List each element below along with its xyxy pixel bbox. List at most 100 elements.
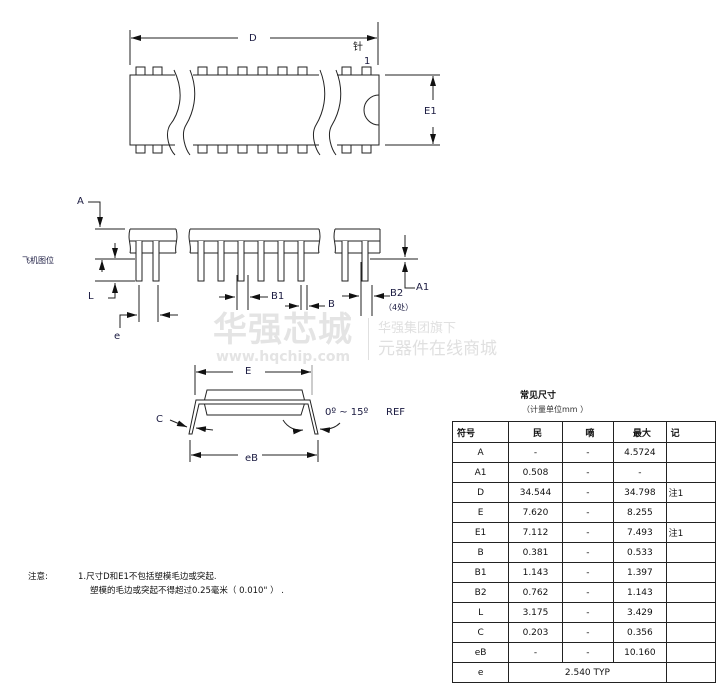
table-row: eB--10.160: [451, 642, 716, 663]
cell-max: -: [613, 462, 667, 483]
cell-typ: -: [561, 502, 615, 523]
cell-note: 注1: [665, 522, 716, 543]
dim-l-label: L: [88, 291, 94, 302]
cell-note: [665, 662, 716, 683]
dim-a-label: A: [77, 196, 84, 207]
cell-symbol: C: [451, 622, 510, 643]
cell-note: [665, 442, 716, 463]
dim-e-pitch-label: e: [114, 331, 121, 342]
table-unit: （计量单位mm ）: [522, 405, 589, 414]
cell-min: 34.544: [508, 482, 563, 503]
watermark-brand: 华强芯城: [213, 310, 353, 350]
cell-min: 0.381: [508, 542, 563, 563]
cell-min: 3.175: [508, 602, 563, 623]
cell-symbol: E: [451, 502, 510, 523]
top-pins: [135, 66, 372, 154]
cell-typ-value: 2.540 TYP: [508, 662, 667, 683]
side-view-label: 飞机图位: [22, 256, 54, 265]
note-line-1: 1.尺寸D和E1不包括塑模毛边或突起.: [78, 572, 217, 582]
header-note: 记: [665, 421, 716, 443]
header-typ: 嘀: [561, 421, 615, 443]
dim-b2-label: B2: [390, 288, 404, 299]
cell-max: 3.429: [613, 602, 667, 623]
cell-min: 0.762: [508, 582, 563, 603]
table-header-row: 符号 民 嘀 最大 记: [451, 421, 716, 443]
cell-symbol: D: [451, 482, 510, 503]
cell-max: 34.798: [613, 482, 667, 503]
cell-symbol: B1: [451, 562, 510, 583]
cell-symbol: B: [451, 542, 510, 563]
table-title: 常见尺寸: [520, 391, 557, 401]
cell-typ: -: [561, 442, 615, 463]
cell-note: [665, 582, 716, 603]
cell-typ: -: [561, 602, 615, 623]
b2-note: （4处）: [384, 303, 414, 312]
cell-min: 7.112: [508, 522, 563, 543]
cell-max: 10.160: [613, 642, 667, 663]
cell-note: [665, 622, 716, 643]
side-view: [88, 201, 418, 328]
notes-label: 注意:: [28, 572, 48, 582]
cell-typ: -: [561, 622, 615, 643]
watermark-url: www.hqchip.com: [216, 349, 351, 365]
top-view: [129, 22, 440, 156]
cell-min: 0.508: [508, 462, 563, 483]
watermark-line1: 华强集团旗下: [378, 321, 457, 336]
cell-typ: -: [561, 542, 615, 563]
cell-min: -: [508, 442, 563, 463]
cell-min: 7.620: [508, 502, 563, 523]
cell-max: 0.533: [613, 542, 667, 563]
cell-symbol: e: [451, 662, 510, 683]
cell-max: 1.143: [613, 582, 667, 603]
cell-note: [665, 562, 716, 583]
header-max: 最大: [613, 421, 667, 443]
cell-typ: -: [561, 582, 615, 603]
cell-max: 1.397: [613, 562, 667, 583]
cell-note: [665, 502, 716, 523]
dim-a1-label: A1: [416, 282, 430, 293]
cell-symbol: B2: [451, 582, 510, 603]
cell-symbol: A1: [451, 462, 510, 483]
end-view: [169, 365, 341, 462]
cell-note: [665, 462, 716, 483]
cell-max: 8.255: [613, 502, 667, 523]
header-symbol: 符号: [451, 421, 510, 443]
cell-note: [665, 642, 716, 663]
dim-e1-label: E1: [424, 106, 437, 117]
dim-e-label: E: [245, 366, 252, 377]
pin-label: 针: [353, 42, 363, 53]
cell-note: 注1: [665, 482, 716, 503]
pin-number: 1: [364, 56, 371, 67]
pin1-notch: [363, 94, 380, 126]
cell-symbol: E1: [451, 522, 510, 543]
dim-d-label: D: [249, 33, 257, 44]
watermark-divider: [368, 318, 369, 360]
cell-typ: -: [561, 482, 615, 503]
cell-max: 7.493: [613, 522, 667, 543]
cell-max: 0.356: [613, 622, 667, 643]
cell-note: [665, 542, 716, 563]
cell-min: -: [508, 642, 563, 663]
cell-max: 4.5724: [613, 442, 667, 463]
cell-note: [665, 602, 716, 623]
cell-symbol: A: [451, 442, 510, 463]
cell-symbol: L: [451, 602, 510, 623]
angle-label: 0º ~ 15º: [325, 407, 369, 418]
cell-symbol: eB: [451, 642, 510, 663]
note-line-2: 塑模的毛边或突起不得超过0.25毫米（ 0.010" ） .: [90, 586, 284, 596]
cell-typ: -: [561, 642, 615, 663]
cell-min: 1.143: [508, 562, 563, 583]
side-pins: [135, 241, 369, 282]
